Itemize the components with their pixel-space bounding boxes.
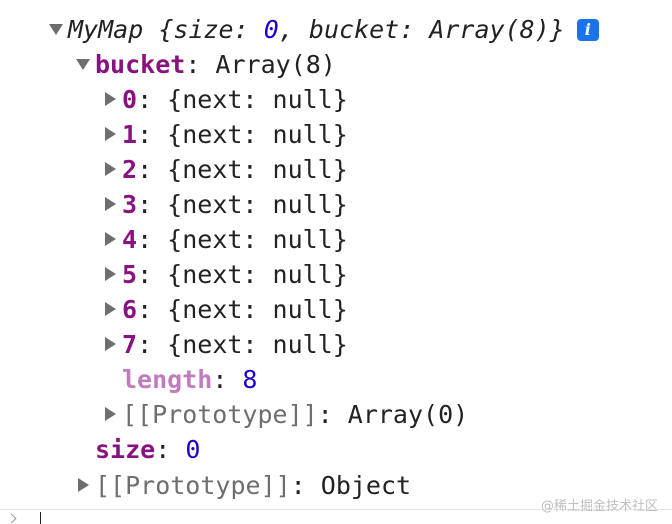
collapse-triangle-icon[interactable]: [100, 327, 122, 362]
length-value: 8: [242, 365, 258, 394]
size-value: 0: [185, 435, 201, 464]
root-preview: {size: 0, bucket: Array(8)}: [158, 15, 565, 44]
collapse-triangle-icon[interactable]: [100, 152, 122, 187]
text-caret: [40, 512, 41, 524]
colon: :: [137, 85, 168, 114]
bucket-item-row[interactable]: 3: {next: null}: [100, 187, 348, 222]
collapse-triangle-icon[interactable]: [100, 117, 122, 152]
prototype-key: [[Prototype]]: [95, 471, 291, 500]
colon: :: [185, 50, 216, 79]
bucket-item-row[interactable]: 2: {next: null}: [100, 152, 348, 187]
colon: :: [137, 155, 168, 184]
collapse-triangle-icon[interactable]: [100, 187, 122, 222]
colon: :: [290, 471, 321, 500]
bucket-key: bucket: [95, 50, 186, 79]
bucket-item-index: 4: [122, 225, 138, 254]
bucket-item-row[interactable]: 5: {next: null}: [100, 257, 348, 292]
preview-close-brace: }: [549, 15, 565, 44]
bucket-item-row[interactable]: 0: {next: null}: [100, 82, 348, 117]
preview-open-brace: {: [158, 15, 174, 44]
root-object-row[interactable]: MyMap {size: 0, bucket: Array(8)} i: [46, 12, 599, 47]
length-key: length: [122, 365, 213, 394]
prototype-value: Array(0): [347, 400, 469, 429]
prompt-chevron-icon: [6, 513, 17, 524]
preview-bucket-value: Array(8): [429, 15, 550, 44]
bucket-item-value: {next: null}: [167, 190, 348, 219]
info-icon[interactable]: i: [576, 18, 599, 41]
colon: :: [137, 330, 168, 359]
bucket-item-index: 0: [122, 85, 138, 114]
console-divider: [0, 509, 672, 510]
bucket-item-index: 1: [122, 120, 138, 149]
colon: :: [212, 365, 243, 394]
bucket-item-value: {next: null}: [167, 155, 348, 184]
bucket-item-index: 6: [122, 295, 138, 324]
prototype-value: Object: [320, 471, 412, 500]
bucket-item-value: {next: null}: [167, 85, 348, 114]
colon: :: [137, 120, 168, 149]
bucket-item-value: {next: null}: [167, 295, 348, 324]
bucket-item-row[interactable]: 1: {next: null}: [100, 117, 348, 152]
collapse-triangle-icon[interactable]: [100, 222, 122, 257]
watermark: @稀土掘金技术社区: [540, 499, 658, 514]
preview-bucket-key: bucket: [308, 15, 400, 44]
bucket-item-index: 7: [122, 330, 138, 359]
colon: :: [317, 400, 348, 429]
collapse-triangle-icon[interactable]: [73, 468, 95, 503]
bucket-prototype-row[interactable]: [[Prototype]]: Array(0): [100, 397, 468, 432]
expand-triangle-icon[interactable]: [73, 47, 95, 82]
collapse-triangle-icon[interactable]: [100, 397, 122, 432]
colon: :: [137, 295, 168, 324]
bucket-item-index: 3: [122, 190, 138, 219]
bucket-item-row[interactable]: 7: {next: null}: [100, 327, 348, 362]
bucket-item-row[interactable]: 6: {next: null}: [100, 292, 348, 327]
preview-size-value: 0: [263, 15, 279, 44]
colon: :: [137, 260, 168, 289]
root-object-name: MyMap: [68, 15, 144, 44]
bucket-length-row: length: 8: [122, 362, 257, 397]
colon: :: [137, 225, 168, 254]
colon: :: [155, 435, 186, 464]
bucket-row[interactable]: bucket: Array(8): [73, 47, 336, 82]
collapse-triangle-icon[interactable]: [100, 257, 122, 292]
bucket-item-index: 5: [122, 260, 138, 289]
bucket-item-value: {next: null}: [167, 260, 348, 289]
expand-triangle-icon[interactable]: [46, 12, 68, 47]
bucket-item-index: 2: [122, 155, 138, 184]
preview-size-key: size: [173, 15, 234, 44]
bucket-item-value: {next: null}: [167, 120, 348, 149]
bucket-value: Array(8): [215, 50, 336, 79]
bucket-item-value: {next: null}: [167, 330, 348, 359]
bucket-item-value: {next: null}: [167, 225, 348, 254]
prototype-key: [[Prototype]]: [122, 400, 318, 429]
root-prototype-row[interactable]: [[Prototype]]: Object: [73, 468, 411, 503]
size-row: size: 0: [95, 432, 200, 467]
console-prompt[interactable]: [0, 510, 672, 524]
collapse-triangle-icon[interactable]: [100, 82, 122, 117]
collapse-triangle-icon[interactable]: [100, 292, 122, 327]
size-key: size: [95, 435, 156, 464]
colon: :: [137, 190, 168, 219]
bucket-item-row[interactable]: 4: {next: null}: [100, 222, 348, 257]
